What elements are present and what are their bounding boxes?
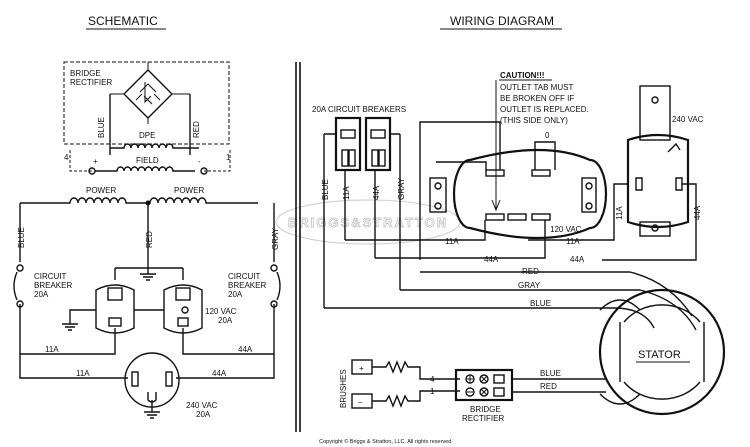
wiring-gray-h: GRAY	[518, 281, 541, 290]
caution-line2: BE BROKEN OFF IF	[500, 94, 574, 103]
wiring-red-r: RED	[540, 382, 557, 391]
power-coils	[20, 197, 258, 204]
schematic-240vac-line2: 20A	[196, 410, 211, 419]
wiring-44a-h1: 44A	[484, 255, 499, 264]
wiring-num1: 1	[430, 387, 435, 396]
schematic-section: SCHEMATIC BRIDGE RECTIFIER BLUE RED DPE …	[13, 14, 281, 419]
schematic-bridge-rectifier-label: BRIDGE RECTIFIER	[70, 69, 112, 87]
wiring-blue-v: BLUE	[321, 179, 330, 200]
schematic-120vac-label: 120 VAC 20A	[205, 307, 239, 325]
watermark-logo: BRIGGS&STRATTON	[275, 199, 461, 245]
schematic-blue-left: BLUE	[17, 227, 26, 248]
copyright-notice: Copyright © Briggs & Stratton, LLC. All …	[319, 438, 453, 445]
schematic-120vac-line2: 20A	[218, 316, 233, 325]
caution-line1: OUTLET TAB MUST	[500, 83, 573, 92]
caution-text: OUTLET TAB MUST BE BROKEN OFF IF OUTLET …	[500, 83, 591, 125]
wiring-section: WIRING DIAGRAM CAUTION!!! OUTLET TAB MUS…	[312, 14, 726, 423]
schematic-title: SCHEMATIC	[88, 14, 158, 28]
schematic-cb-right-line2: BREAKER	[228, 281, 266, 290]
schematic-bridge-line1: BRIDGE	[70, 69, 101, 78]
schematic-240vac-line1: 240 VAC	[186, 401, 218, 410]
dpe-label: DPE	[139, 131, 155, 140]
schematic-gray-right: GRAY	[271, 227, 280, 250]
brush-plus: +	[359, 364, 364, 373]
outlet-240v	[124, 352, 180, 419]
schematic-red-mid: RED	[145, 231, 154, 248]
wiring-120vac: 120 VAC	[550, 225, 582, 234]
wiring-bridge-line1: BRIDGE	[470, 405, 501, 414]
schematic-11a-row2: 11A	[76, 369, 90, 378]
schematic-cb-right-line3: 20A	[228, 290, 243, 299]
schematic-plus: +	[93, 157, 98, 166]
schematic-11a-row1: 11A	[45, 345, 59, 354]
wiring-11a-h2: 11A	[566, 237, 580, 246]
wiring-outlet-240v	[626, 85, 690, 237]
caution-heading: CAUTION!!!	[500, 71, 544, 80]
wiring-bridge-rectifier-label: BRIDGE RECTIFIER	[462, 405, 504, 423]
schematic-120vac-line1: 120 VAC	[205, 307, 237, 316]
schematic-red-rect: RED	[192, 121, 201, 138]
schematic-num4: 4	[64, 153, 69, 162]
wiring-bridge-rectifier	[454, 368, 514, 402]
dpe-coil	[110, 143, 199, 149]
schematic-240vac-label: 240 VAC 20A	[186, 401, 220, 419]
wiring-blue-r: BLUE	[540, 369, 561, 378]
rectifier-outline	[63, 61, 230, 145]
schematic-cb-left-label: CIRCUIT BREAKER 20A	[34, 272, 74, 299]
watermark-text: BRIGGS&STRATTON	[288, 215, 448, 230]
wiring-44a-vr: 44A	[693, 205, 702, 220]
wiring-44a-h2: 44A	[570, 255, 585, 264]
schematic-cb-left-line3: 20A	[34, 290, 49, 299]
wiring-bridge-line2: RECTIFIER	[462, 414, 504, 423]
stator-label: STATOR	[638, 349, 681, 361]
schematic-44a-row1: 44A	[238, 345, 253, 354]
wiring-num4: 4	[430, 375, 435, 384]
schematic-num1: 1	[226, 153, 231, 162]
duplex-outlet-120v	[62, 284, 203, 334]
schematic-cb-left-line1: CIRCUIT	[34, 272, 67, 281]
wiring-blue-h: BLUE	[530, 299, 551, 308]
wiring-44a-v: 44A	[372, 185, 381, 200]
power-right-label: POWER	[174, 186, 204, 195]
field-label: FIELD	[136, 156, 159, 165]
wiring-brushes-symbols: + −	[351, 359, 460, 409]
brush-minus: −	[358, 398, 363, 407]
wiring-gray-v: GRAY	[397, 177, 406, 200]
schematic-blue-rect: BLUE	[97, 117, 106, 138]
wiring-zero: 0	[545, 131, 550, 140]
wiring-red-h: RED	[522, 267, 539, 276]
wiring-circuit-breakers	[334, 116, 392, 172]
bridge-diamond	[110, 62, 190, 124]
schematic-44a-row2: 44A	[212, 369, 227, 378]
schematic-cb-right-label: CIRCUIT BREAKER 20A	[228, 272, 268, 299]
wiring-11a-vr: 11A	[615, 206, 624, 220]
wiring-title: WIRING DIAGRAM	[450, 14, 554, 28]
wiring-brushes: BRUSHES	[339, 369, 348, 408]
field-coil	[95, 166, 195, 172]
schematic-minus: -	[198, 157, 201, 166]
schematic-cb-right-line1: CIRCUIT	[228, 272, 261, 281]
wiring-cb-label: 20A CIRCUIT BREAKERS	[312, 105, 406, 114]
stator	[598, 271, 726, 416]
section-divider	[295, 62, 301, 432]
schematic-bridge-line2: RECTIFIER	[70, 78, 112, 87]
wiring-240vac: 240 VAC	[672, 115, 704, 124]
caution-line3: OUTLET IS REPLACED.	[500, 105, 589, 114]
wiring-outlet-120v	[429, 148, 608, 240]
schematic-cb-left-line2: BREAKER	[34, 281, 72, 290]
power-left-label: POWER	[86, 186, 116, 195]
wiring-11a-h1: 11A	[445, 237, 459, 246]
wiring-11a-v: 11A	[342, 186, 351, 200]
caution-line4: (THIS SIDE ONLY)	[500, 116, 568, 125]
